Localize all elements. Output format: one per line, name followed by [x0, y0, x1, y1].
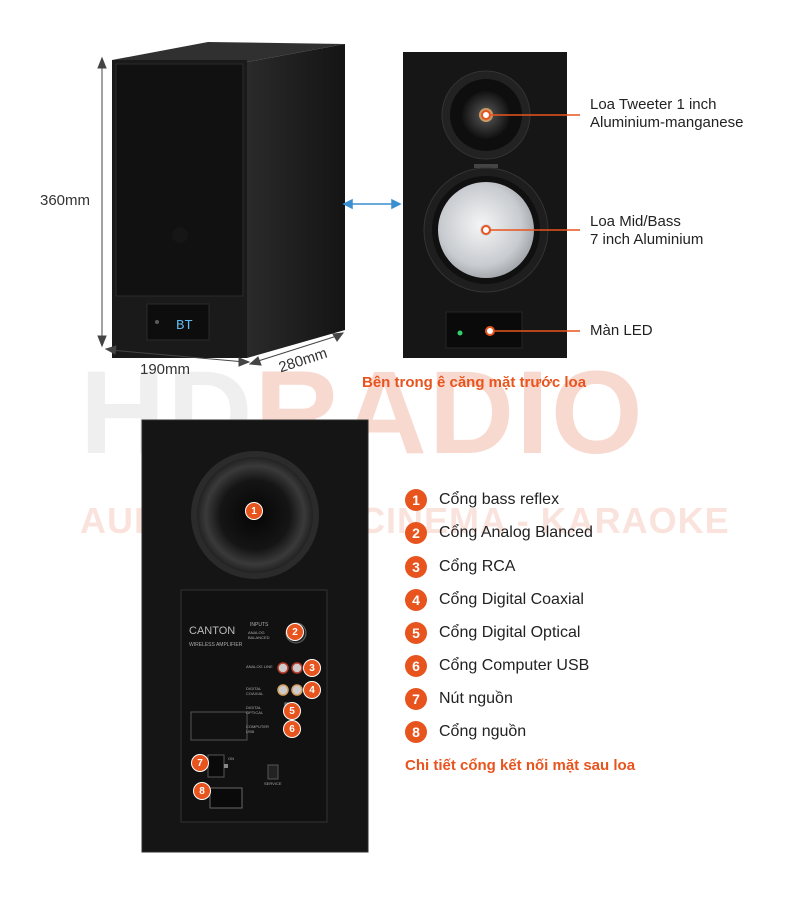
panel-brand: CANTON	[189, 625, 235, 637]
legend-item-optical: 5 Cổng Digital Optical	[405, 621, 580, 645]
callout-midbass-line1: Loa Mid/Bass	[590, 213, 681, 230]
legend-item-usb: 6 Cổng Computer USB	[405, 654, 589, 678]
callout-midbass-line2: 7 inch Aluminium	[590, 231, 704, 248]
legend-label: Cổng Computer USB	[439, 657, 590, 674]
rear-caption: Chi tiết cổng kết nối mặt sau loa	[405, 757, 636, 774]
badge-analog-balanced: 2	[287, 624, 303, 640]
front-caption: Bên trong ê căng mặt trước loa	[362, 374, 587, 391]
callout-midbass: Loa Mid/Bass 7 inch Aluminium	[590, 213, 703, 249]
legend-num: 3	[405, 556, 427, 578]
panel-label-usb: COMPUTER USB	[246, 724, 269, 734]
panel-label-line: ANALOG LINE	[246, 664, 273, 669]
legend-item-rca: 3 Cổng RCA	[405, 555, 515, 579]
badge-coaxial: 4	[304, 682, 320, 698]
badge-bass-reflex: 1	[246, 503, 262, 519]
panel-label-inputs: INPUTS	[250, 622, 269, 628]
legend-item-analog-balanced: 2 Cổng Analog Blanced	[405, 521, 593, 545]
legend-label: Cổng Analog Blanced	[439, 524, 593, 541]
dimension-height: 360mm	[40, 192, 91, 209]
panel-label-coaxial: DIGITAL COAXIAL	[246, 686, 264, 696]
legend-num: 5	[405, 622, 427, 644]
legend-num: 4	[405, 589, 427, 611]
panel-label-optical: DIGITAL OPTICAL	[246, 705, 264, 715]
dimension-width: 190mm	[140, 361, 191, 378]
badge-usb: 6	[284, 721, 300, 737]
speaker-front	[403, 52, 567, 358]
legend-item-bass-reflex: 1 Cổng bass reflex	[405, 488, 559, 512]
legend-num: 7	[405, 688, 427, 710]
callout-led: Màn LED	[590, 322, 653, 339]
speaker-3quarter	[112, 42, 345, 358]
badge-power-button: 7	[192, 755, 208, 771]
legend-label: Cổng RCA	[439, 558, 516, 575]
callout-tweeter-line1: Loa Tweeter 1 inch	[590, 96, 717, 113]
legend-num: 1	[405, 489, 427, 511]
double-arrow-icon	[342, 198, 402, 210]
callout-tweeter: Loa Tweeter 1 inch Aluminium-manganese	[590, 96, 743, 132]
panel-label-service: SERVICE	[264, 781, 282, 786]
legend-item-power-socket: 8 Cổng nguồn	[405, 720, 526, 744]
panel-label-balanced: ANALOG BALANCED	[248, 630, 270, 640]
legend-num: 8	[405, 721, 427, 743]
legend-label: Cổng Digital Optical	[439, 624, 581, 641]
speaker-rear	[141, 419, 369, 853]
panel-model: WIRELESS AMPLIFIER	[189, 642, 243, 648]
legend-item-coaxial: 4 Cổng Digital Coaxial	[405, 588, 584, 612]
badge-optical: 5	[284, 703, 300, 719]
legend-label: Nút nguồn	[439, 690, 513, 707]
legend-label: Cổng Digital Coaxial	[439, 591, 584, 608]
badge-power-socket: 8	[194, 783, 210, 799]
legend-num: 2	[405, 522, 427, 544]
panel-label-on: ON	[228, 756, 234, 761]
legend-num: 6	[405, 655, 427, 677]
dimension-lines	[97, 56, 345, 367]
badge-rca: 3	[304, 660, 320, 676]
legend-item-power-button: 7 Nút nguồn	[405, 687, 513, 711]
callout-lines	[481, 110, 580, 336]
display-digits: BT	[176, 318, 193, 334]
legend-label: Cổng nguồn	[439, 723, 527, 740]
callout-tweeter-line2: Aluminium-manganese	[590, 114, 744, 131]
legend-label: Cổng bass reflex	[439, 491, 560, 508]
